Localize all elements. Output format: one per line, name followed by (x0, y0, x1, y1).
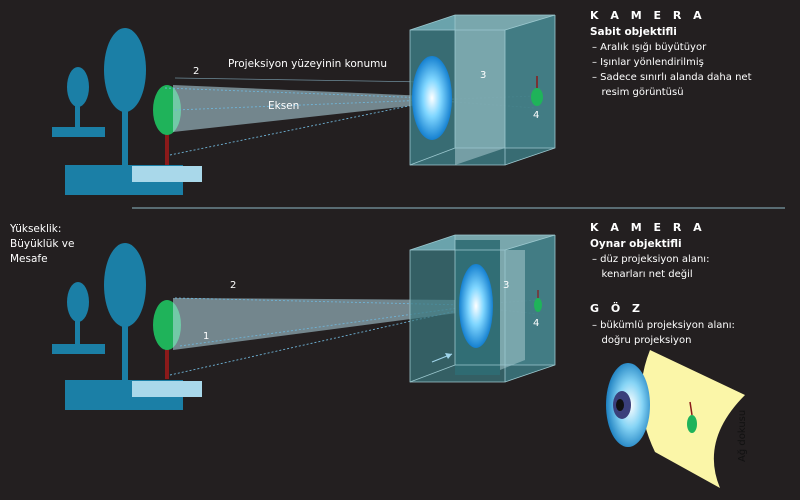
top-camera-item-3: – Sadece sınırlı alanda daha net (592, 72, 752, 83)
top-big-tree-trunk (122, 105, 128, 167)
top-camera-edges (409, 14, 556, 166)
retina-label: Ağ dokusu (737, 409, 748, 462)
top-axis-label: Eksen (268, 100, 300, 112)
eye-item-1: – bükümlü projeksiyon alanı: (592, 320, 735, 331)
bottom-small-tree-trunk (75, 318, 80, 345)
top-num-3: 3 (480, 70, 487, 81)
bottom-camera-edges (409, 234, 556, 383)
top-camera-item-4: resim görüntüsü (592, 87, 684, 98)
top-base-light (132, 166, 202, 182)
bottom-scene (52, 234, 745, 488)
bottom-camera-subtitle: Oynar objektifli (590, 238, 682, 250)
top-camera-item-2: – Işınlar yönlendirilmiş (592, 57, 704, 68)
bottom-camera-title: K A M E R A (590, 221, 706, 234)
top-camera-right (505, 15, 555, 165)
top-projected-tree (531, 88, 543, 106)
top-num-4: 4 (533, 110, 540, 121)
side-label-3: Mesafe (10, 253, 48, 265)
top-lens (412, 56, 452, 140)
bottom-base-light (132, 381, 202, 397)
bottom-small-tree (67, 282, 89, 322)
bottom-big-tree-trunk (122, 320, 128, 382)
bottom-camera-inner (500, 250, 525, 370)
bottom-shift-arrowhead (445, 353, 452, 359)
bottom-small-base (52, 344, 105, 354)
side-label-2: Büyüklük ve (10, 238, 75, 250)
top-big-tree (104, 28, 146, 112)
bottom-projected-tree (534, 298, 542, 312)
eye-item-2: doğru projeksiyon (592, 335, 692, 346)
top-light-beam (173, 85, 428, 132)
retina-tree (687, 415, 697, 433)
bottom-light-beam (173, 298, 465, 350)
bottom-camera-item-1: – düz projeksiyon alanı: (592, 254, 710, 265)
bottom-big-tree (104, 243, 146, 327)
top-small-tree-trunk (75, 100, 80, 128)
side-label-1: Yükseklik: (10, 223, 62, 235)
top-camera-title: K A M E R A (590, 9, 706, 22)
bottom-num-2: 2 (230, 280, 237, 291)
top-camera-subtitle: Sabit objektifli (590, 26, 677, 38)
eye-title: G Ö Z (590, 302, 645, 315)
bottom-lens (459, 264, 493, 348)
bottom-num-4: 4 (533, 318, 540, 329)
top-scene (52, 14, 556, 195)
eye-pupil (616, 399, 624, 411)
bottom-green-tree-trunk (165, 346, 169, 379)
bottom-num-1: 1 (203, 331, 210, 342)
bottom-num-3: 3 (503, 280, 510, 291)
top-small-base (52, 127, 105, 137)
bottom-camera-item-2: kenarları net değil (592, 269, 693, 280)
top-camera-item-1: – Aralık ışığı büyütüyor (592, 42, 707, 53)
top-small-tree (67, 67, 89, 107)
top-green-tree-trunk (165, 130, 169, 165)
top-num-2: 2 (193, 66, 200, 77)
top-camera-inner (455, 30, 505, 165)
retina-trunk (689, 401, 693, 416)
top-surface-label: Projeksiyon yüzeyinin konumu (228, 58, 387, 70)
top-surface-line (174, 77, 429, 83)
